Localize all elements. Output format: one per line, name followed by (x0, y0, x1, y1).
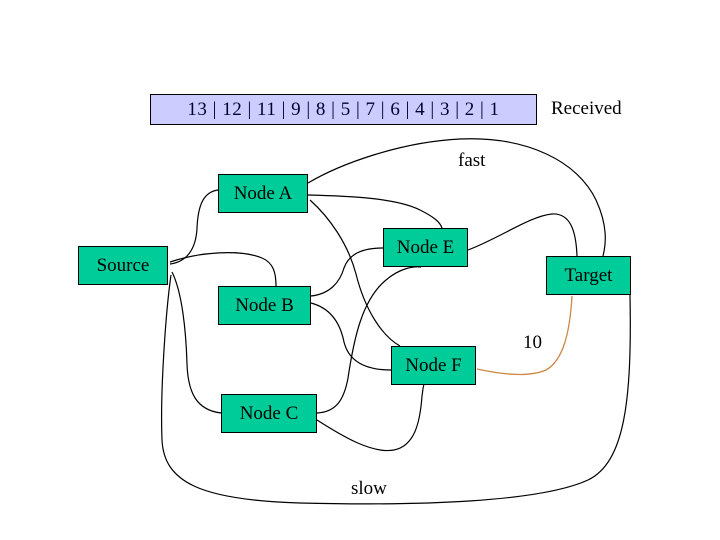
node-b-label: Node B (235, 295, 294, 316)
node-e[interactable]: Node E (383, 228, 468, 267)
node-c[interactable]: Node C (221, 394, 317, 433)
node-a-label: Node A (233, 183, 293, 204)
node-f[interactable]: Node F (391, 346, 476, 385)
node-source-label: Source (96, 255, 150, 276)
edge-source-target-slow (161, 274, 631, 505)
edge-source-node-a (169, 189, 219, 265)
edge-node-b-node-f (310, 302, 392, 371)
received-sequence-text: 13 | 12 | 11 | 9 | 8 | 5 | 7 | 6 | 4 | 3… (187, 98, 500, 120)
edge-label-fast: fast (458, 150, 486, 171)
edge-source-node-c (171, 271, 222, 414)
node-target[interactable]: Target (546, 256, 631, 295)
edge-source-node-b (169, 252, 277, 287)
node-target-label: Target (564, 265, 613, 286)
node-e-label: Node E (396, 237, 455, 258)
edge-node-a-target-fast (307, 138, 606, 257)
node-f-label: Node F (405, 355, 462, 376)
edge-node-a-node-f (309, 199, 401, 347)
edge-node-f-target (476, 295, 573, 376)
edge-node-c-node-e (316, 266, 422, 414)
edge-node-e-target (467, 213, 578, 257)
node-a[interactable]: Node A (218, 174, 308, 213)
edge-node-a-node-e (307, 194, 443, 229)
edge-node-c-node-f (316, 384, 425, 452)
received-sequence-box: 13 | 12 | 11 | 9 | 8 | 5 | 7 | 6 | 4 | 3… (150, 94, 537, 125)
node-c-label: Node C (239, 403, 299, 424)
node-source[interactable]: Source (78, 246, 168, 285)
edge-label-cost-10: 10 (523, 332, 542, 353)
node-b[interactable]: Node B (218, 286, 311, 325)
edge-label-slow: slow (351, 478, 387, 499)
edge-node-b-node-e (310, 247, 384, 297)
received-caption: Received (551, 98, 622, 119)
